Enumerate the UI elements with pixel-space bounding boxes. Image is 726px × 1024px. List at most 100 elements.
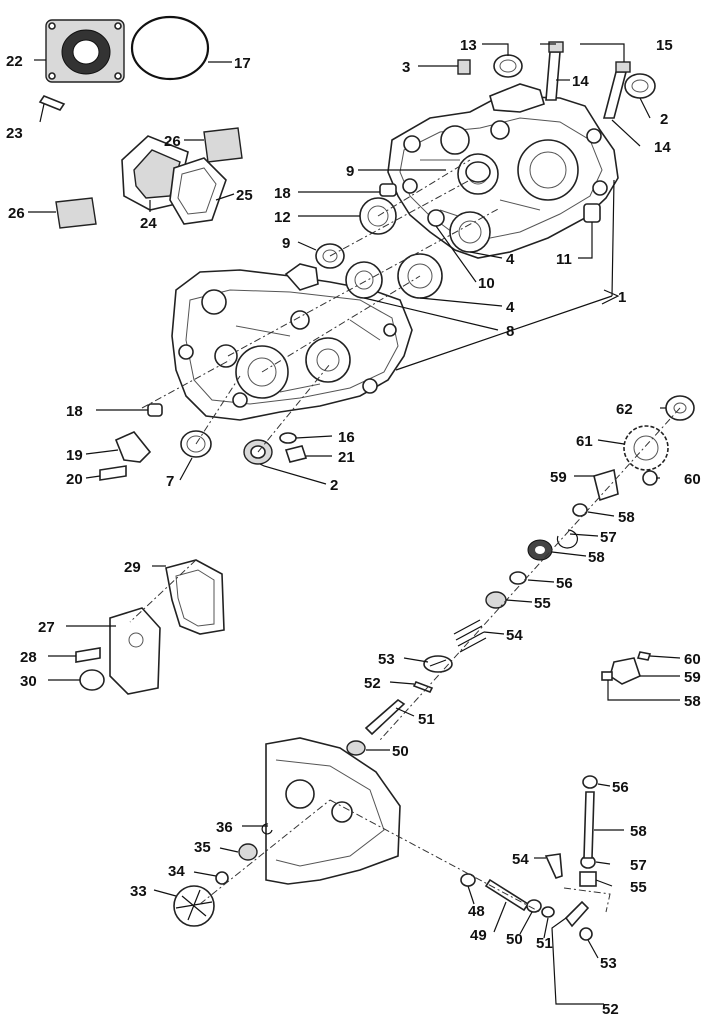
- dowel-18-bottom: [147, 403, 163, 417]
- callout-26-left: 26: [8, 205, 25, 222]
- callout-44-a: 58: [618, 509, 635, 526]
- washer-52: [526, 899, 542, 913]
- callout-34: 34: [168, 863, 185, 880]
- callout-14-b: 14: [654, 139, 671, 156]
- callout-4-a: 4: [506, 251, 515, 268]
- callout-46: 59: [550, 469, 567, 486]
- gasket-25: [169, 157, 227, 225]
- rod-59: [583, 791, 595, 859]
- reed-plate-26-top: [203, 127, 243, 163]
- callout-23: 23: [6, 125, 23, 142]
- spring-41: [453, 619, 487, 653]
- callout-50: 48: [468, 903, 485, 920]
- callout-41: 54: [506, 627, 523, 644]
- callout-18-top: 18: [274, 185, 291, 202]
- callout-59: 58: [630, 823, 647, 840]
- o-ring-17: [130, 15, 210, 81]
- callout-30: 30: [20, 673, 37, 690]
- seal-37: [346, 740, 366, 756]
- ball-47: [642, 470, 658, 486]
- plug-21: [284, 445, 308, 463]
- washer-16: [279, 432, 297, 444]
- plug-30: [79, 669, 105, 691]
- callout-21: 21: [338, 449, 355, 466]
- callout-16: 16: [338, 429, 355, 446]
- shaft-51: [484, 878, 530, 912]
- bushing-46: [593, 468, 619, 502]
- callout-15: 15: [656, 37, 673, 54]
- circlip-43: [556, 529, 579, 549]
- callout-56: 54: [512, 851, 529, 868]
- callout-10: 10: [478, 275, 495, 292]
- callout-47: 60: [684, 471, 701, 488]
- sensor-60-61: [601, 657, 641, 685]
- dowel-18-top: [379, 183, 397, 197]
- callout-20: 20: [66, 471, 83, 488]
- callout-29: 29: [124, 559, 141, 576]
- callout-labels: 22 17 23 26 25 24 26 3 13 14 15 2 14 9 1…: [6, 37, 701, 1018]
- gear-48: [623, 425, 669, 471]
- crankcase-partial-bottom: [265, 737, 401, 885]
- callout-52: 50: [506, 931, 523, 948]
- callout-44-b: 56: [556, 575, 573, 592]
- arm-56: [544, 853, 563, 879]
- gasket-29: [165, 559, 225, 635]
- washer-53: [541, 906, 555, 918]
- callout-13: 11: [556, 251, 572, 268]
- bracket-19: [114, 431, 152, 463]
- callout-19: 19: [66, 447, 83, 464]
- callout-2-top: 2: [660, 111, 668, 128]
- crankcase-left-half: [171, 263, 413, 421]
- impeller-33: [173, 885, 215, 927]
- callout-18-bottom: 18: [66, 403, 83, 420]
- screw-62: [636, 651, 652, 661]
- callout-2-bottom: 2: [330, 477, 338, 494]
- callout-9-a: 9: [346, 163, 354, 180]
- callout-3: 3: [402, 59, 410, 76]
- seal-35: [238, 843, 258, 861]
- callout-1: 1: [618, 289, 626, 306]
- callout-42: 55: [534, 595, 551, 612]
- impeller-40: [423, 655, 453, 673]
- seal-2-top: [624, 73, 656, 99]
- clamp-57: [579, 871, 597, 887]
- pump-cover-27: [109, 607, 161, 695]
- callout-28: 28: [20, 649, 37, 666]
- callout-40: 53: [378, 651, 395, 668]
- callout-57: 55: [630, 879, 647, 896]
- callout-11: 13: [460, 37, 477, 54]
- washer-44-a: [572, 503, 588, 517]
- callout-24: 24: [140, 215, 157, 232]
- washer-10: [427, 209, 445, 227]
- callout-7: 7: [166, 473, 174, 490]
- callout-4-b: 4: [506, 299, 515, 316]
- seal-9-a: [465, 161, 491, 183]
- callout-51: 49: [470, 927, 487, 944]
- reed-plate-26-left: [55, 197, 97, 229]
- callout-36: 36: [216, 819, 233, 836]
- callout-62: 60: [684, 651, 701, 668]
- callout-17: 17: [234, 55, 251, 72]
- seal-45: [527, 539, 553, 561]
- callout-8: 8: [506, 323, 514, 340]
- bolt-20: [99, 465, 127, 481]
- nut-55: [579, 927, 593, 941]
- callout-37: 50: [392, 743, 409, 760]
- callout-54: 52: [602, 1001, 619, 1018]
- callout-25: 25: [236, 187, 253, 204]
- lever-54: [564, 900, 590, 928]
- callout-58-bottom: 57: [630, 857, 647, 874]
- callout-60: 58: [684, 693, 701, 710]
- assembly-axes: [129, 159, 681, 913]
- washer-44-b: [509, 571, 527, 585]
- callout-45: 58: [588, 549, 605, 566]
- bearing-8: [345, 261, 383, 299]
- crankcase-right-half: [387, 83, 619, 259]
- callout-58-top: 56: [612, 779, 629, 796]
- callout-43: 57: [600, 529, 617, 546]
- nut-34: [215, 871, 229, 885]
- callout-48: 61: [576, 433, 593, 450]
- callout-33: 33: [130, 883, 147, 900]
- circlip-36: [261, 823, 273, 835]
